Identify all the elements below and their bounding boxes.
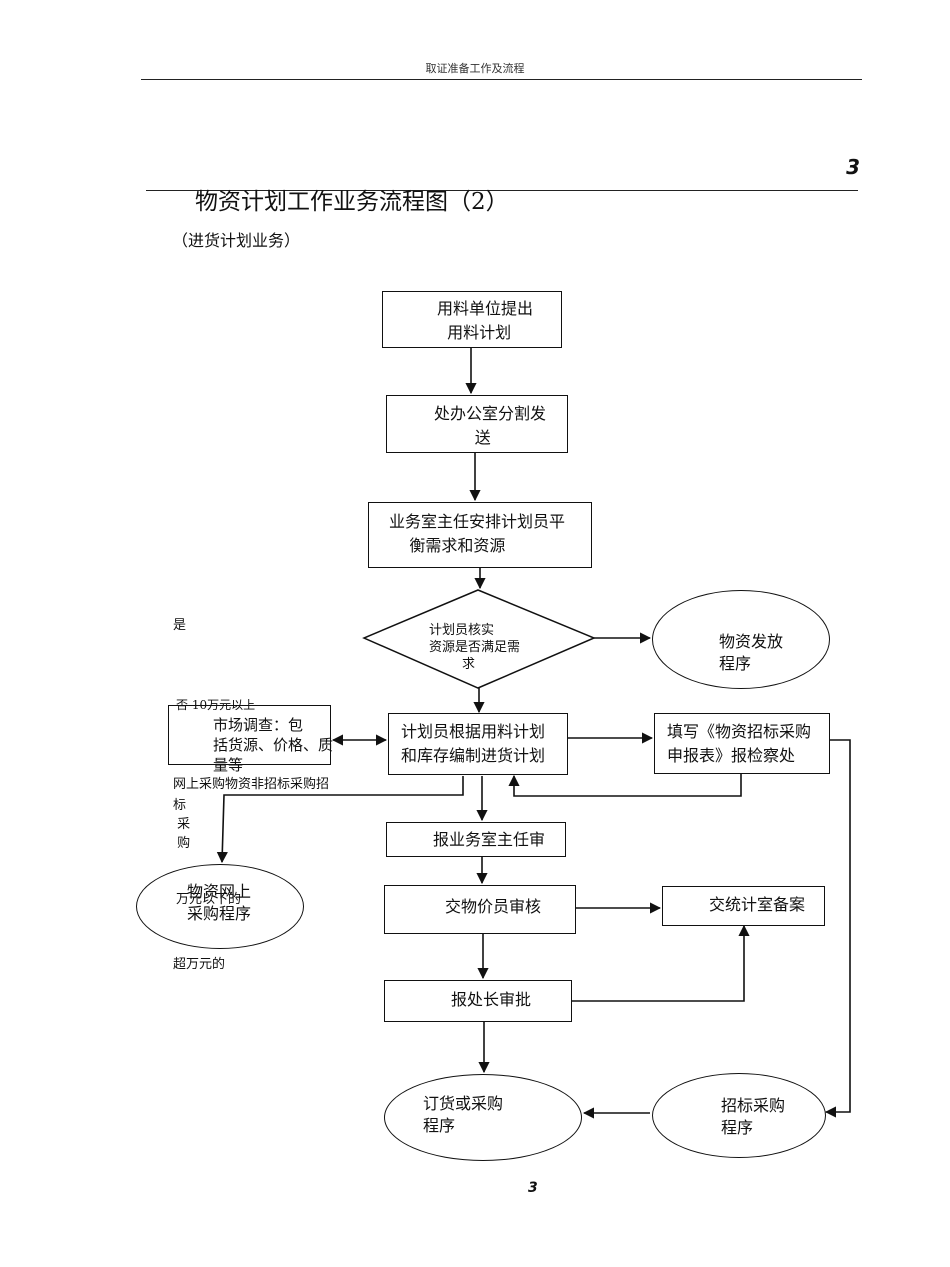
ellipse-issue-program: 物资发放 程序 (652, 590, 830, 689)
arrow-chief-stats (572, 924, 750, 1002)
page-number-top: 3 (846, 155, 860, 179)
box-fill-form-text: 填写《物资招标采购 申报表》报检察处 (667, 722, 812, 765)
label-no-10: 否 10万元以上 (176, 698, 256, 712)
arrow-fillform-bidding (824, 739, 851, 1118)
box-director-review-text: 报业务室主任审 (433, 830, 546, 849)
decision-text: 计划员核实 资源是否满足需 求 (429, 623, 521, 672)
arrow-compile-online (216, 776, 464, 864)
box-compile-plan: 计划员根据用料计划 和库存编制进货计划 (388, 713, 568, 775)
title-rule (146, 190, 858, 191)
box-fill-form: 填写《物资招标采购 申报表》报检察处 (654, 713, 830, 774)
box-arrange-planner: 业务室主任安排计划员平 衡需求和资源 (368, 502, 592, 568)
box-chief-approve-text: 报处长审批 (451, 990, 532, 1009)
label-under-10k: 万元以下的 (176, 892, 242, 907)
diagram-title: 物资计划工作业务流程图（2） (195, 189, 509, 215)
label-over-10k: 超万元的 (173, 957, 226, 972)
box-stats-file-text: 交统计室备案 (709, 895, 806, 914)
box-request-plan: 用料单位提出 用料计划 (382, 291, 562, 348)
box-request-plan-text: 用料单位提出 用料计划 (437, 299, 534, 342)
running-header: 取证准备工作及流程 (425, 62, 525, 75)
label-yes: 是 (173, 618, 187, 633)
box-director-review: 报业务室主任审 (386, 822, 566, 857)
ellipse-online-purchase: 物资网上 采购程序 (136, 864, 304, 949)
label-bid-vertical: 标 采 购 (173, 798, 191, 851)
box-office-dispatch: 处办公室分割发 送 (386, 395, 568, 453)
box-arrange-planner-text: 业务室主任安排计划员平 衡需求和资源 (389, 512, 566, 555)
box-price-review-text: 交物价员审核 (445, 897, 542, 916)
box-market-research-text: 市场调查：包 括货源、价格、质 量等 (213, 716, 334, 774)
ellipse-issue-program-text: 物资发放 程序 (719, 632, 784, 673)
box-chief-approve: 报处长审批 (384, 980, 572, 1022)
ellipse-bidding-program: 招标采购 程序 (652, 1073, 826, 1158)
ellipse-online-purchase-text: 物资网上 采购程序 (187, 882, 252, 923)
label-online-nonbid: 网上采购物资非招标采购招 (173, 777, 330, 792)
box-market-research: 市场调查：包 括货源、价格、质 量等 (168, 705, 333, 774)
arrow-fillform-return (508, 774, 742, 797)
ellipse-order-program-text: 订货或采购 程序 (423, 1094, 504, 1135)
ellipse-bidding-program-text: 招标采购 程序 (721, 1096, 786, 1137)
diagram-subtitle: （进货计划业务） (172, 231, 301, 250)
page-number-footer: 3 (528, 1180, 538, 1196)
decision-diamond (362, 589, 596, 689)
box-stats-file: 交统计室备案 (662, 886, 825, 926)
box-office-dispatch-text: 处办公室分割发 送 (434, 404, 547, 447)
ellipse-order-program: 订货或采购 程序 (384, 1074, 582, 1161)
box-price-review: 交物价员审核 (384, 885, 576, 934)
header-rule (141, 79, 862, 80)
box-compile-plan-text: 计划员根据用料计划 和库存编制进货计划 (401, 722, 546, 765)
